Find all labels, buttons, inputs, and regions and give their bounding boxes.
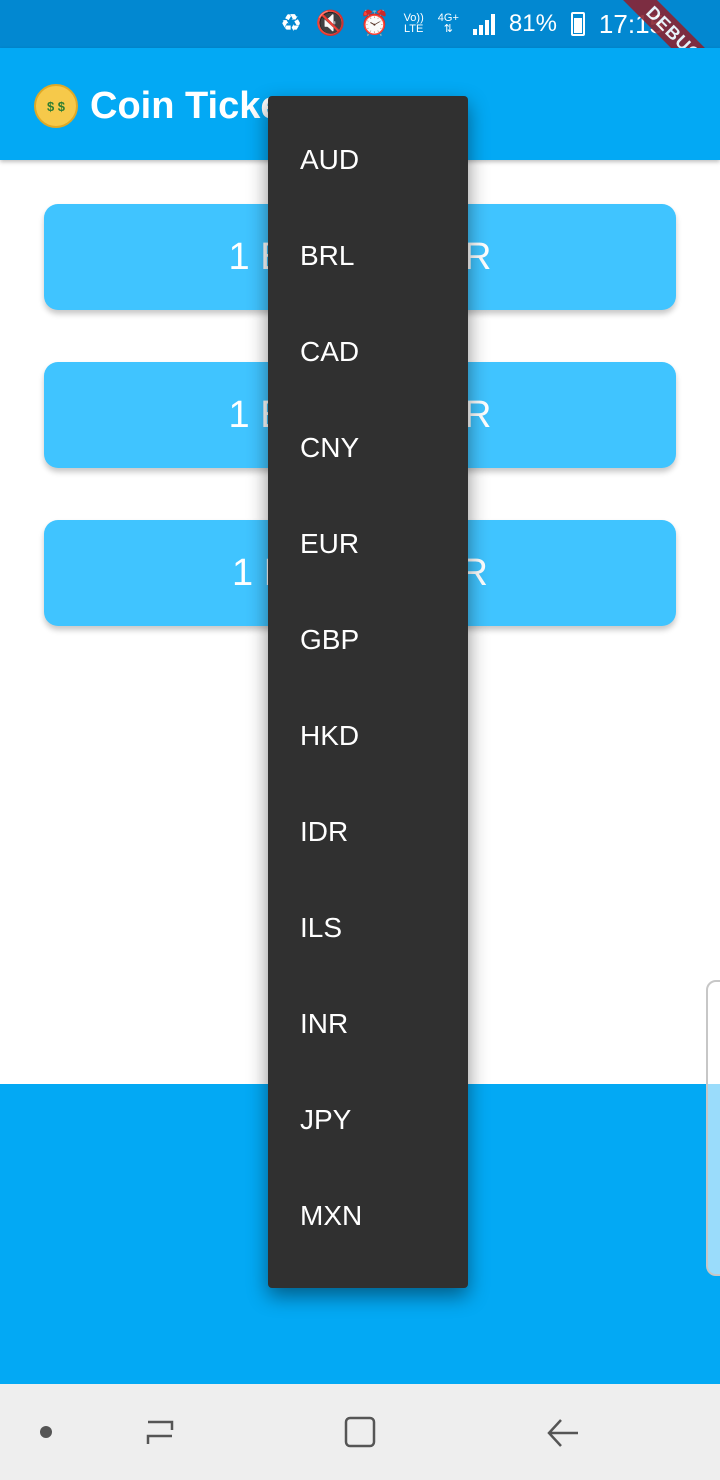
signal-strength-icon: [472, 13, 495, 35]
mute-icon: 🔇: [315, 10, 346, 37]
navigation-bar: [0, 1384, 720, 1480]
dropdown-item-brl[interactable]: BRL: [300, 240, 355, 271]
recycle-icon: ♻: [280, 10, 302, 37]
battery-icon: [570, 12, 585, 36]
dropdown-item-cad[interactable]: CAD: [300, 336, 360, 367]
status-bar: ♻ 🔇 ⏰ Vo)) LTE 4G+ ⇅ 81% 17:15 DEBUG: [0, 0, 720, 100]
status-icons: ♻ 🔇 ⏰ Vo)) LTE 4G+ ⇅ 81% 17:15: [280, 0, 664, 48]
network-type: 4G+ ⇅: [437, 12, 459, 35]
dropdown-item-hkd[interactable]: HKD: [300, 720, 360, 751]
dropdown-item-jpy[interactable]: JPY: [300, 1104, 352, 1135]
currency-dropdown-menu: AUD BRL CAD CNY EUR GBP HKD IDR ILS INR …: [268, 96, 468, 1288]
app-title: Coin Ticker: [90, 85, 297, 127]
dropdown-item-idr[interactable]: IDR: [300, 816, 349, 847]
alarm-icon: ⏰: [359, 10, 390, 37]
dropdown-item-inr[interactable]: INR: [300, 1008, 349, 1039]
home-icon[interactable]: [344, 1416, 376, 1448]
dropdown-item-gbp[interactable]: GBP: [300, 624, 360, 655]
battery-percentage: 81%: [508, 10, 557, 37]
dropdown-item-cny[interactable]: CNY: [300, 432, 360, 463]
dropdown-item-mxn[interactable]: MXN: [300, 1200, 363, 1231]
volte-indicator: Vo)) LTE: [403, 12, 424, 35]
back-icon[interactable]: [546, 1416, 580, 1450]
money-mouth-face-icon: $ $: [34, 84, 78, 128]
dropdown-item-ils[interactable]: ILS: [300, 912, 343, 943]
recent-apps-icon[interactable]: [144, 1418, 176, 1448]
nav-dot-icon[interactable]: [40, 1426, 52, 1438]
edge-panel-handle[interactable]: [706, 980, 720, 1276]
dropdown-item-aud[interactable]: AUD: [300, 144, 360, 175]
dropdown-item-eur[interactable]: EUR: [300, 528, 360, 559]
